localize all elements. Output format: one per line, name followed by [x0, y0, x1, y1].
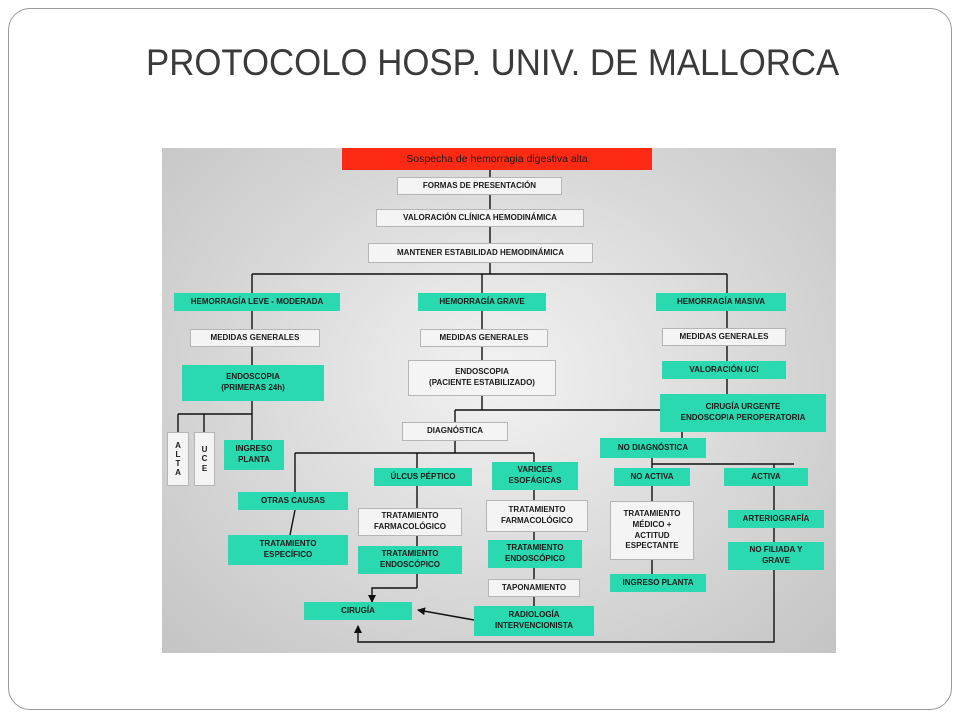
- cirugia-box: CIRUGÍA: [304, 602, 412, 620]
- leve-endoscopia-box: ENDOSCOPIA (PRIMERAS 24h): [182, 365, 324, 401]
- hemorragia-masiva-box: HEMORRAGÍA MASIVA: [656, 293, 786, 311]
- connector: [417, 607, 475, 621]
- cirugia-urgente-box: CIRUGÍA URGENTE ENDOSCOPIA PEROPERATORIA: [660, 394, 826, 432]
- arteriografia-box: ARTERIOGRAFÍA: [728, 510, 824, 528]
- otras-causas-box: OTRAS CAUSAS: [238, 492, 348, 510]
- connector: [368, 587, 417, 603]
- suspicion-header: Sospecha de hemorragia digestiva alta: [342, 148, 652, 170]
- uce-box: U C E: [194, 432, 215, 486]
- diagnostica-box: DIAGNÓSTICA: [402, 422, 508, 441]
- ulcus-tratamiento-farmacologico-box: TRATAMIENTO FARMACOLÓGICO: [358, 508, 462, 536]
- connector: [289, 509, 296, 536]
- varices-tratamiento-endoscopico-box: TRATAMIENTO ENDOSCÓPICO: [488, 540, 582, 568]
- ulcus-peptico-box: ÚLCUS PÉPTICO: [374, 468, 472, 486]
- leve-ingreso-planta-box: INGRESO PLANTA: [224, 440, 284, 470]
- ulcus-tratamiento-endoscopico-box: TRATAMIENTO ENDOSCÓPICO: [358, 546, 462, 574]
- varices-tratamiento-farmacologico-box: TRATAMIENTO FARMACOLÓGICO: [486, 500, 588, 532]
- radiologia-intervencionista-box: RADIOLOGÍA INTERVENCIONISTA: [474, 606, 594, 636]
- activa-box: ACTIVA: [724, 468, 808, 486]
- masiva-medidas-generales-box: MEDIDAS GENERALES: [662, 328, 786, 346]
- formas-presentacion-box: FORMAS DE PRESENTACIÓN: [397, 177, 562, 195]
- flowchart-image: Sospecha de hemorragia digestiva alta FO…: [162, 148, 836, 653]
- no-activa-box: NO ACTIVA: [614, 468, 690, 486]
- taponamiento-box: TAPONAMIENTO: [488, 579, 580, 597]
- grave-endoscopia-box: ENDOSCOPIA (PACIENTE ESTABILIZADO): [408, 360, 556, 396]
- alta-box: A L T A: [167, 432, 189, 486]
- tratamiento-medico-box: TRATAMIENTO MÉDICO + ACTITUD ESPECTANTE: [610, 501, 694, 560]
- connector: [354, 570, 775, 643]
- slide-title: PROTOCOLO HOSP. UNIV. DE MALLORCA: [146, 42, 840, 83]
- no-diagnostica-box: NO DIAGNÓSTICA: [600, 438, 706, 458]
- hemorragia-leve-box: HEMORRAGÍA LEVE - MODERADA: [174, 293, 340, 311]
- varices-esofagicas-box: VARICES ESOFÁGICAS: [492, 462, 578, 490]
- hemorragia-grave-box: HEMORRAGÍA GRAVE: [418, 293, 546, 311]
- no-filiada-grave-box: NO FILIADA Y GRAVE: [728, 542, 824, 570]
- valoracion-clinica-box: VALORACIÓN CLÍNICA HEMODINÁMICA: [376, 209, 584, 227]
- mantener-estabilidad-box: MANTENER ESTABILIDAD HEMODINÁMICA: [368, 243, 593, 263]
- no-diag-ingreso-planta-box: INGRESO PLANTA: [610, 574, 706, 592]
- grave-medidas-generales-box: MEDIDAS GENERALES: [420, 329, 548, 347]
- valoracion-uci-box: VALORACIÓN UCI: [662, 361, 786, 379]
- tratamiento-especifico-box: TRATAMIENTO ESPECÍFICO: [228, 535, 348, 565]
- leve-medidas-generales-box: MEDIDAS GENERALES: [190, 329, 320, 347]
